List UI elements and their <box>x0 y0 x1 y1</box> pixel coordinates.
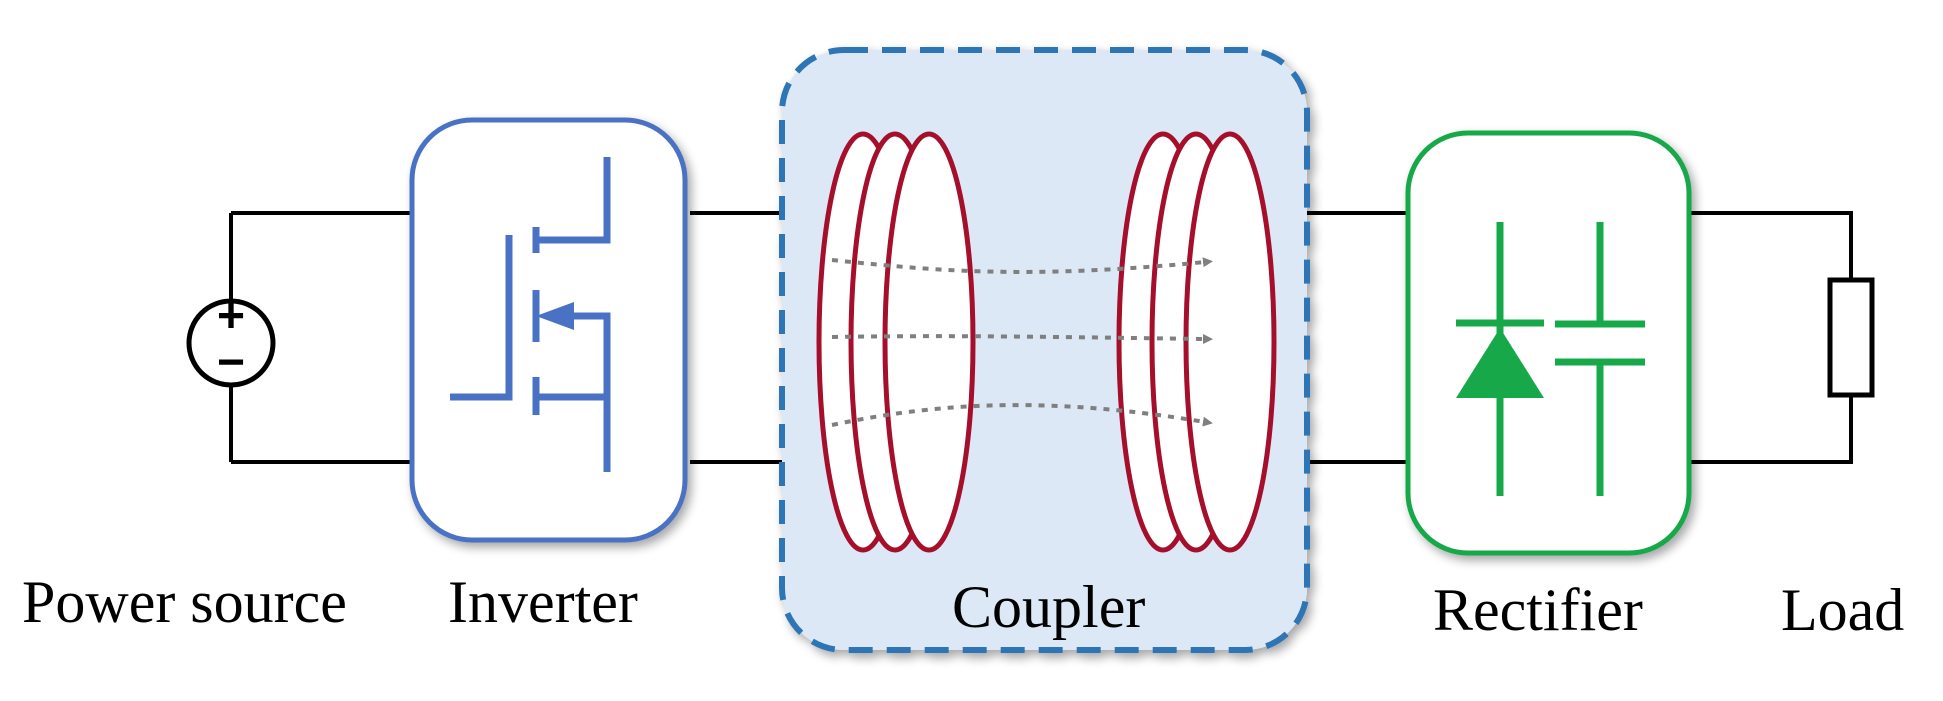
magnetic-flux-arrows <box>831 257 1213 427</box>
power-source-label: Power source <box>22 569 347 635</box>
primary-coil <box>816 131 976 553</box>
rectifier-block <box>1405 130 1692 556</box>
diode-icon <box>1456 222 1544 496</box>
coupler-block <box>779 47 1310 653</box>
capacitor-icon <box>1555 222 1645 496</box>
coupler-label: Coupler <box>952 574 1146 640</box>
power-source-symbol: + − <box>186 290 276 389</box>
load-resistor-icon <box>1827 277 1875 398</box>
rectifier-label: Rectifier <box>1433 577 1643 643</box>
plus-sign: + <box>217 290 245 343</box>
inverter-label: Inverter <box>448 569 638 635</box>
inverter-block <box>409 117 688 543</box>
load-label: Load <box>1781 577 1905 643</box>
minus-sign: − <box>217 336 245 389</box>
secondary-coil <box>1116 131 1277 553</box>
mosfet-icon <box>450 157 611 472</box>
